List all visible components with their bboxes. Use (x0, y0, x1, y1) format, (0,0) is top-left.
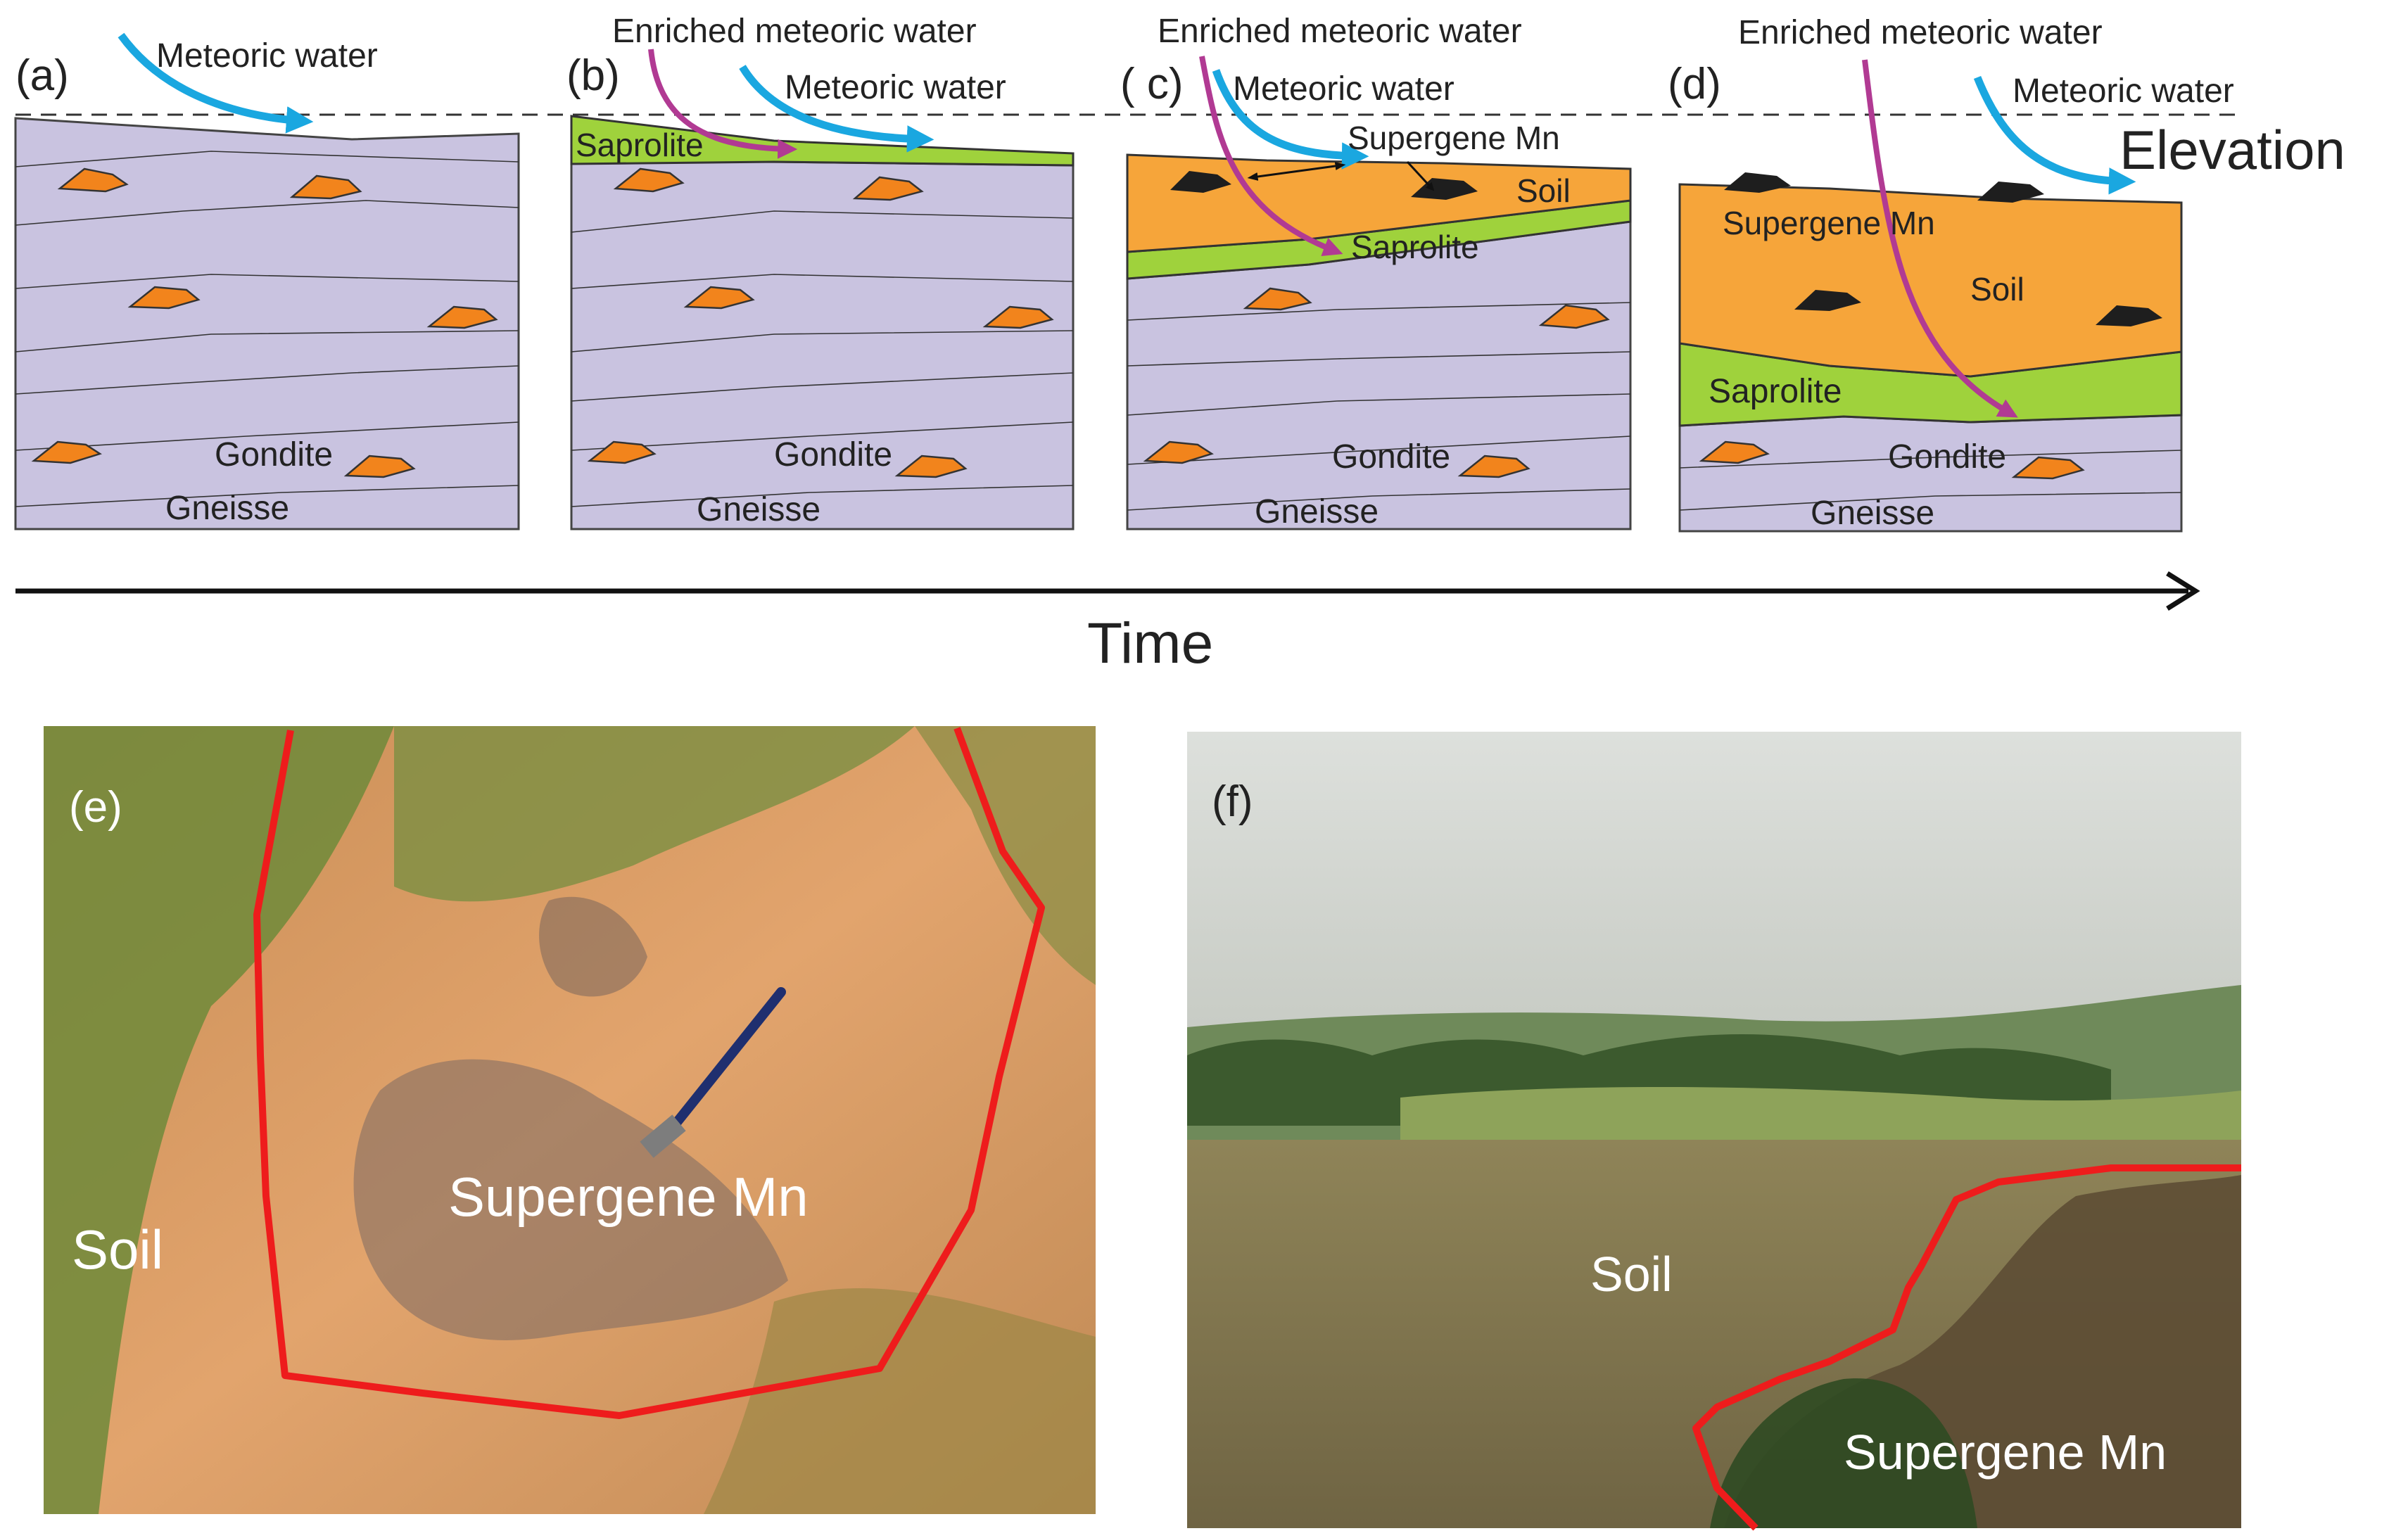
foliation-lines (571, 210, 1074, 507)
supergene-boundary-line (253, 727, 1045, 1419)
nodule-pointer (1406, 160, 1435, 191)
vegetation (44, 726, 394, 1514)
meteoric-water-label: Meteoric water (1233, 70, 1455, 108)
meteoric-water-arrow (1212, 69, 1369, 170)
panel-tag: (a) (15, 51, 69, 100)
enriched-water-label: Enriched meteoric water (1158, 13, 1522, 50)
vegetation (704, 1288, 1096, 1514)
supergene-mn-label: Supergene Mn (448, 1166, 809, 1228)
gondite-label: Gondite (774, 436, 892, 474)
panel-d: (d) Enriched meteoric water Meteoric wat… (1668, 14, 2345, 533)
gneisse-label: Gneisse (1255, 493, 1379, 530)
gneisse-block (14, 117, 520, 530)
enriched-water-label: Enriched meteoric water (1738, 14, 2103, 51)
vegetation (394, 726, 915, 902)
gondite-lenses (31, 167, 498, 478)
rock-hammer (640, 987, 786, 1158)
meteoric-water-label: Meteoric water (2013, 72, 2234, 110)
supergene-boundary-line (1692, 1164, 2241, 1531)
gneisse-label: Gneisse (697, 491, 820, 528)
supergene-mn-label: Supergene Mn (1844, 1425, 2167, 1480)
gondite-label: Gondite (215, 436, 333, 474)
saprolite-label: Saprolite (1709, 373, 1842, 410)
panel-a: (a) Meteoric water Gondite Gneisse (14, 32, 520, 530)
panel-c: ( c) Enriched meteoric water Meteoric wa… (1120, 13, 1632, 530)
mn-nodules (1724, 172, 2162, 326)
saprolite-layer (570, 115, 1075, 167)
soil-label: Soil (1590, 1247, 1673, 1302)
gondite-lenses (587, 167, 1054, 478)
meteoric-water-arrow (1973, 75, 2136, 195)
gondite-label: Gondite (1332, 438, 1450, 476)
soil-label: Soil (1970, 271, 2024, 307)
enriched-water-arrow (1862, 59, 2018, 418)
saprolite-label: Saprolite (1351, 229, 1479, 265)
shrub (1710, 1378, 1977, 1528)
foliation-lines (1679, 450, 2182, 511)
dark-mn-outcrop (539, 896, 647, 997)
panel-tag: (b) (566, 51, 620, 100)
photo-tag: (e) (69, 783, 122, 832)
dark-mn-outcrop (353, 1059, 789, 1340)
enriched-water-arrow (1199, 56, 1343, 257)
saprolite-label: Saprolite (576, 127, 704, 163)
time-label: Time (1087, 611, 1213, 675)
supergene-mn-label: Supergene Mn (1348, 120, 1560, 156)
soil-label: Soil (72, 1219, 163, 1280)
nodule-pointer-double (1247, 162, 1346, 181)
enriched-water-label: Enriched meteoric water (612, 13, 977, 50)
soil-label: Soil (1516, 172, 1571, 209)
gondite-lenses (1143, 287, 1610, 478)
gneisse-label: Gneisse (1811, 495, 1934, 532)
enriched-water-arrow (648, 49, 798, 159)
meteoric-water-label: Meteoric water (785, 69, 1006, 106)
panel-tag: ( c) (1120, 60, 1184, 108)
foliation-lines (15, 151, 519, 507)
supergene-mn-label: Supergene Mn (1723, 205, 1935, 241)
photo-f: (f) Soil Supergene Mn (1187, 732, 2241, 1531)
meteoric-water-label: Meteoric water (156, 37, 378, 75)
soil-layer (1678, 183, 2183, 378)
time-axis: Time (15, 571, 2200, 675)
meteoric-water-arrow (739, 65, 934, 153)
gneisse-label: Gneisse (165, 490, 289, 527)
meteoric-water-arrow (118, 32, 314, 134)
sky (1187, 732, 2241, 1027)
gondite-label: Gondite (1888, 438, 2006, 476)
panel-b: (b) Enriched meteoric water Meteoric wat… (566, 13, 1075, 530)
elevation-label: Elevation (2119, 119, 2345, 181)
photo-tag: (f) (1212, 777, 1253, 826)
gondite-lenses (1699, 440, 2085, 480)
foliation-lines (1127, 302, 1631, 511)
photo-e: (e) Soil Supergene Mn (44, 726, 1096, 1514)
panel-tag: (d) (1668, 60, 1721, 108)
